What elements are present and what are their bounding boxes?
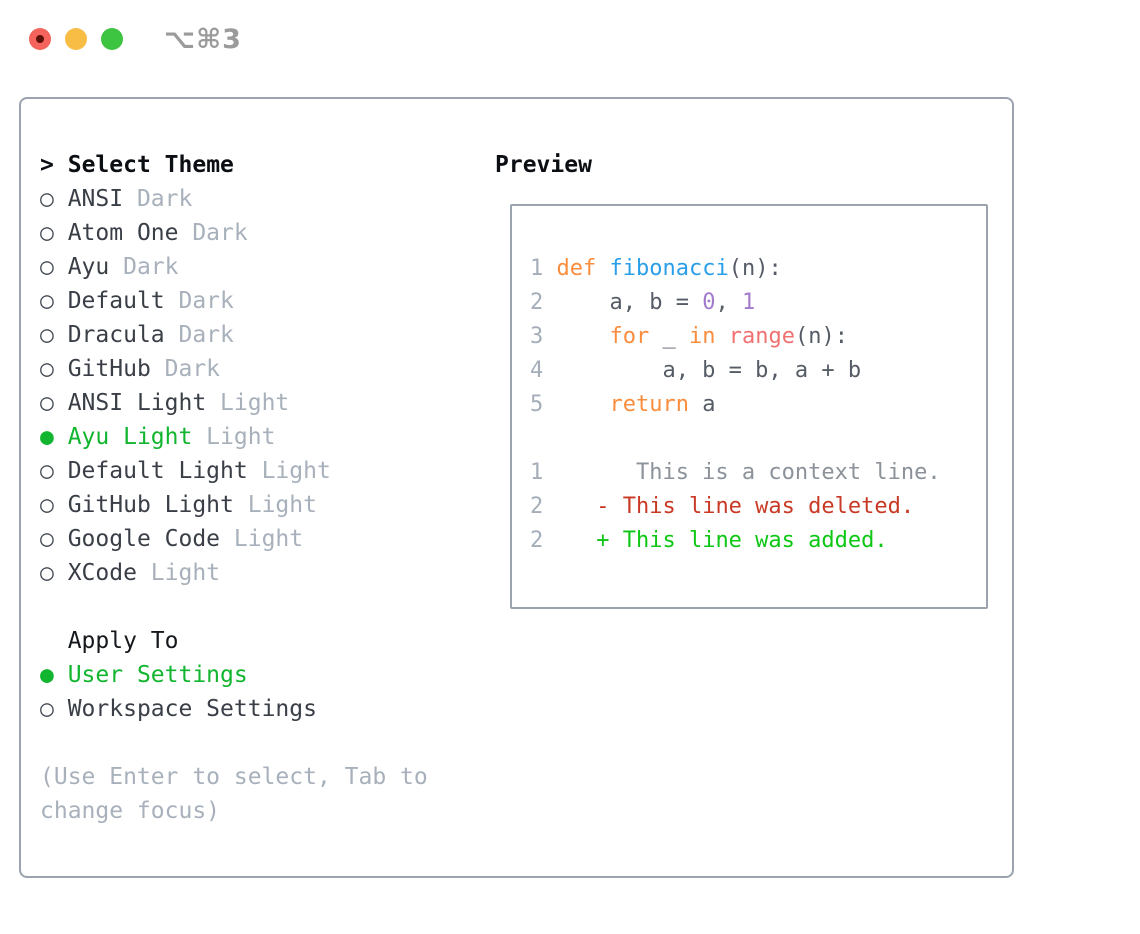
line-number: 2 bbox=[530, 290, 544, 315]
minimize-button-icon[interactable] bbox=[65, 28, 87, 50]
theme-name: Atom One bbox=[67, 220, 179, 246]
theme-name: Dracula bbox=[67, 322, 165, 348]
radio-icon: ● bbox=[40, 424, 68, 450]
theme-option[interactable]: ○ Google Code Light bbox=[40, 522, 455, 556]
theme-variant: Light bbox=[220, 526, 304, 552]
code-line-text: def fibonacci(n): bbox=[556, 256, 782, 281]
apply-to-option[interactable]: ● User Settings bbox=[40, 658, 455, 692]
apply-to-list: ● User Settings○ Workspace Settings bbox=[40, 658, 455, 726]
line-number: 4 bbox=[530, 358, 544, 383]
radio-icon: ● bbox=[40, 662, 68, 688]
theme-option[interactable]: ○ Default Light Light bbox=[40, 454, 455, 488]
code-line-text: a, b = 0, 1 bbox=[556, 290, 756, 315]
theme-variant: Dark bbox=[109, 254, 179, 280]
radio-icon: ○ bbox=[40, 560, 68, 586]
theme-list: ○ ANSI Dark○ Atom One Dark○ Ayu Dark○ De… bbox=[40, 182, 455, 590]
radio-icon: ○ bbox=[40, 526, 68, 552]
theme-variant: Light bbox=[206, 390, 290, 416]
theme-variant: Light bbox=[233, 492, 317, 518]
apply-to-heading: Apply To bbox=[67, 628, 179, 654]
select-theme-heading: > Select Theme bbox=[40, 148, 455, 182]
cursor-icon: > bbox=[40, 152, 54, 178]
theme-name: Default Light bbox=[67, 458, 248, 484]
line-number: 5 bbox=[530, 392, 544, 417]
theme-variant: Dark bbox=[123, 186, 193, 212]
spacer bbox=[40, 590, 455, 624]
code-line: 3 for _ in range(n): bbox=[530, 320, 941, 354]
keyboard-hint: (Use Enter to select, Tab to change focu… bbox=[40, 764, 442, 824]
code-line: 1 def fibonacci(n): bbox=[530, 252, 941, 286]
line-number: 1 bbox=[530, 256, 544, 281]
theme-option[interactable]: ○ Dracula Dark bbox=[40, 318, 455, 352]
theme-name: Ayu Light bbox=[67, 424, 193, 450]
preview-heading: Preview bbox=[495, 152, 592, 178]
theme-variant: Light bbox=[247, 458, 331, 484]
code-line-text: a, b = b, a + b bbox=[556, 358, 862, 383]
line-number: 1 bbox=[530, 460, 544, 485]
radio-icon: ○ bbox=[40, 696, 68, 722]
code-line: 2 a, b = 0, 1 bbox=[530, 286, 941, 320]
theme-name: Google Code bbox=[67, 526, 221, 552]
theme-list-column: > Select Theme ○ ANSI Dark○ Atom One Dar… bbox=[40, 148, 455, 828]
radio-icon: ○ bbox=[40, 458, 68, 484]
theme-variant: Dark bbox=[164, 288, 234, 314]
line-number: 3 bbox=[530, 324, 544, 349]
code-line-text: - This line was deleted. bbox=[596, 494, 915, 519]
code-line-text: This is a context line. bbox=[556, 460, 941, 485]
theme-name: ANSI Light bbox=[67, 390, 207, 416]
radio-icon: ○ bbox=[40, 356, 68, 382]
radio-icon: ○ bbox=[40, 254, 68, 280]
theme-option[interactable]: ○ XCode Light bbox=[40, 556, 455, 590]
code-line: 5 return a bbox=[530, 388, 941, 422]
radio-icon: ○ bbox=[40, 288, 68, 314]
theme-variant: Light bbox=[136, 560, 221, 586]
apply-to-label: User Settings bbox=[67, 662, 248, 688]
theme-variant: Dark bbox=[164, 322, 234, 348]
radio-icon: ○ bbox=[40, 186, 68, 212]
radio-icon: ○ bbox=[40, 322, 68, 348]
theme-name: GitHub Light bbox=[67, 492, 234, 518]
theme-option[interactable]: ● Ayu Light Light bbox=[40, 420, 455, 454]
theme-name: XCode bbox=[67, 560, 137, 586]
theme-option[interactable]: ○ Ayu Dark bbox=[40, 250, 455, 284]
theme-variant: Light bbox=[192, 424, 276, 450]
theme-variant: Dark bbox=[178, 220, 248, 246]
apply-to-option[interactable]: ○ Workspace Settings bbox=[40, 692, 455, 726]
titlebar: ⌥⌘3 bbox=[0, 0, 1140, 78]
theme-name: Ayu bbox=[67, 254, 110, 280]
radio-icon: ○ bbox=[40, 390, 68, 416]
code-line-text: return a bbox=[609, 392, 716, 417]
line-number: 2 bbox=[530, 494, 544, 519]
theme-option[interactable]: ○ Atom One Dark bbox=[40, 216, 455, 250]
theme-option[interactable]: ○ ANSI Dark bbox=[40, 182, 455, 216]
code-line bbox=[530, 422, 941, 456]
code-line: 4 a, b = b, a + b bbox=[530, 354, 941, 388]
radio-icon: ○ bbox=[40, 220, 68, 246]
theme-option[interactable]: ○ GitHub Dark bbox=[40, 352, 455, 386]
line-number: 2 bbox=[530, 528, 544, 553]
theme-option[interactable]: ○ ANSI Light Light bbox=[40, 386, 455, 420]
theme-name: Default bbox=[67, 288, 165, 314]
spacer bbox=[40, 726, 455, 760]
code-line-text: + This line was added. bbox=[596, 528, 888, 553]
close-button-icon[interactable] bbox=[29, 28, 51, 50]
radio-icon: ○ bbox=[40, 492, 68, 518]
theme-variant: Dark bbox=[150, 356, 221, 382]
theme-picker-panel: > Select Theme ○ ANSI Dark○ Atom One Dar… bbox=[19, 97, 1014, 878]
code-line-text: for _ in range(n): bbox=[609, 324, 848, 349]
window-title: ⌥⌘3 bbox=[164, 24, 242, 55]
theme-name: ANSI bbox=[67, 186, 124, 212]
zoom-button-icon[interactable] bbox=[101, 28, 123, 50]
apply-to-label: Workspace Settings bbox=[67, 696, 317, 722]
theme-option[interactable]: ○ GitHub Light Light bbox=[40, 488, 455, 522]
code-line: 1 This is a context line. bbox=[530, 456, 941, 490]
code-line: 2 + This line was added. bbox=[530, 524, 941, 558]
code-line: 2 - This line was deleted. bbox=[530, 490, 941, 524]
theme-option[interactable]: ○ Default Dark bbox=[40, 284, 455, 318]
theme-name: GitHub bbox=[67, 356, 151, 382]
select-theme-heading-label: Select Theme bbox=[67, 152, 234, 178]
